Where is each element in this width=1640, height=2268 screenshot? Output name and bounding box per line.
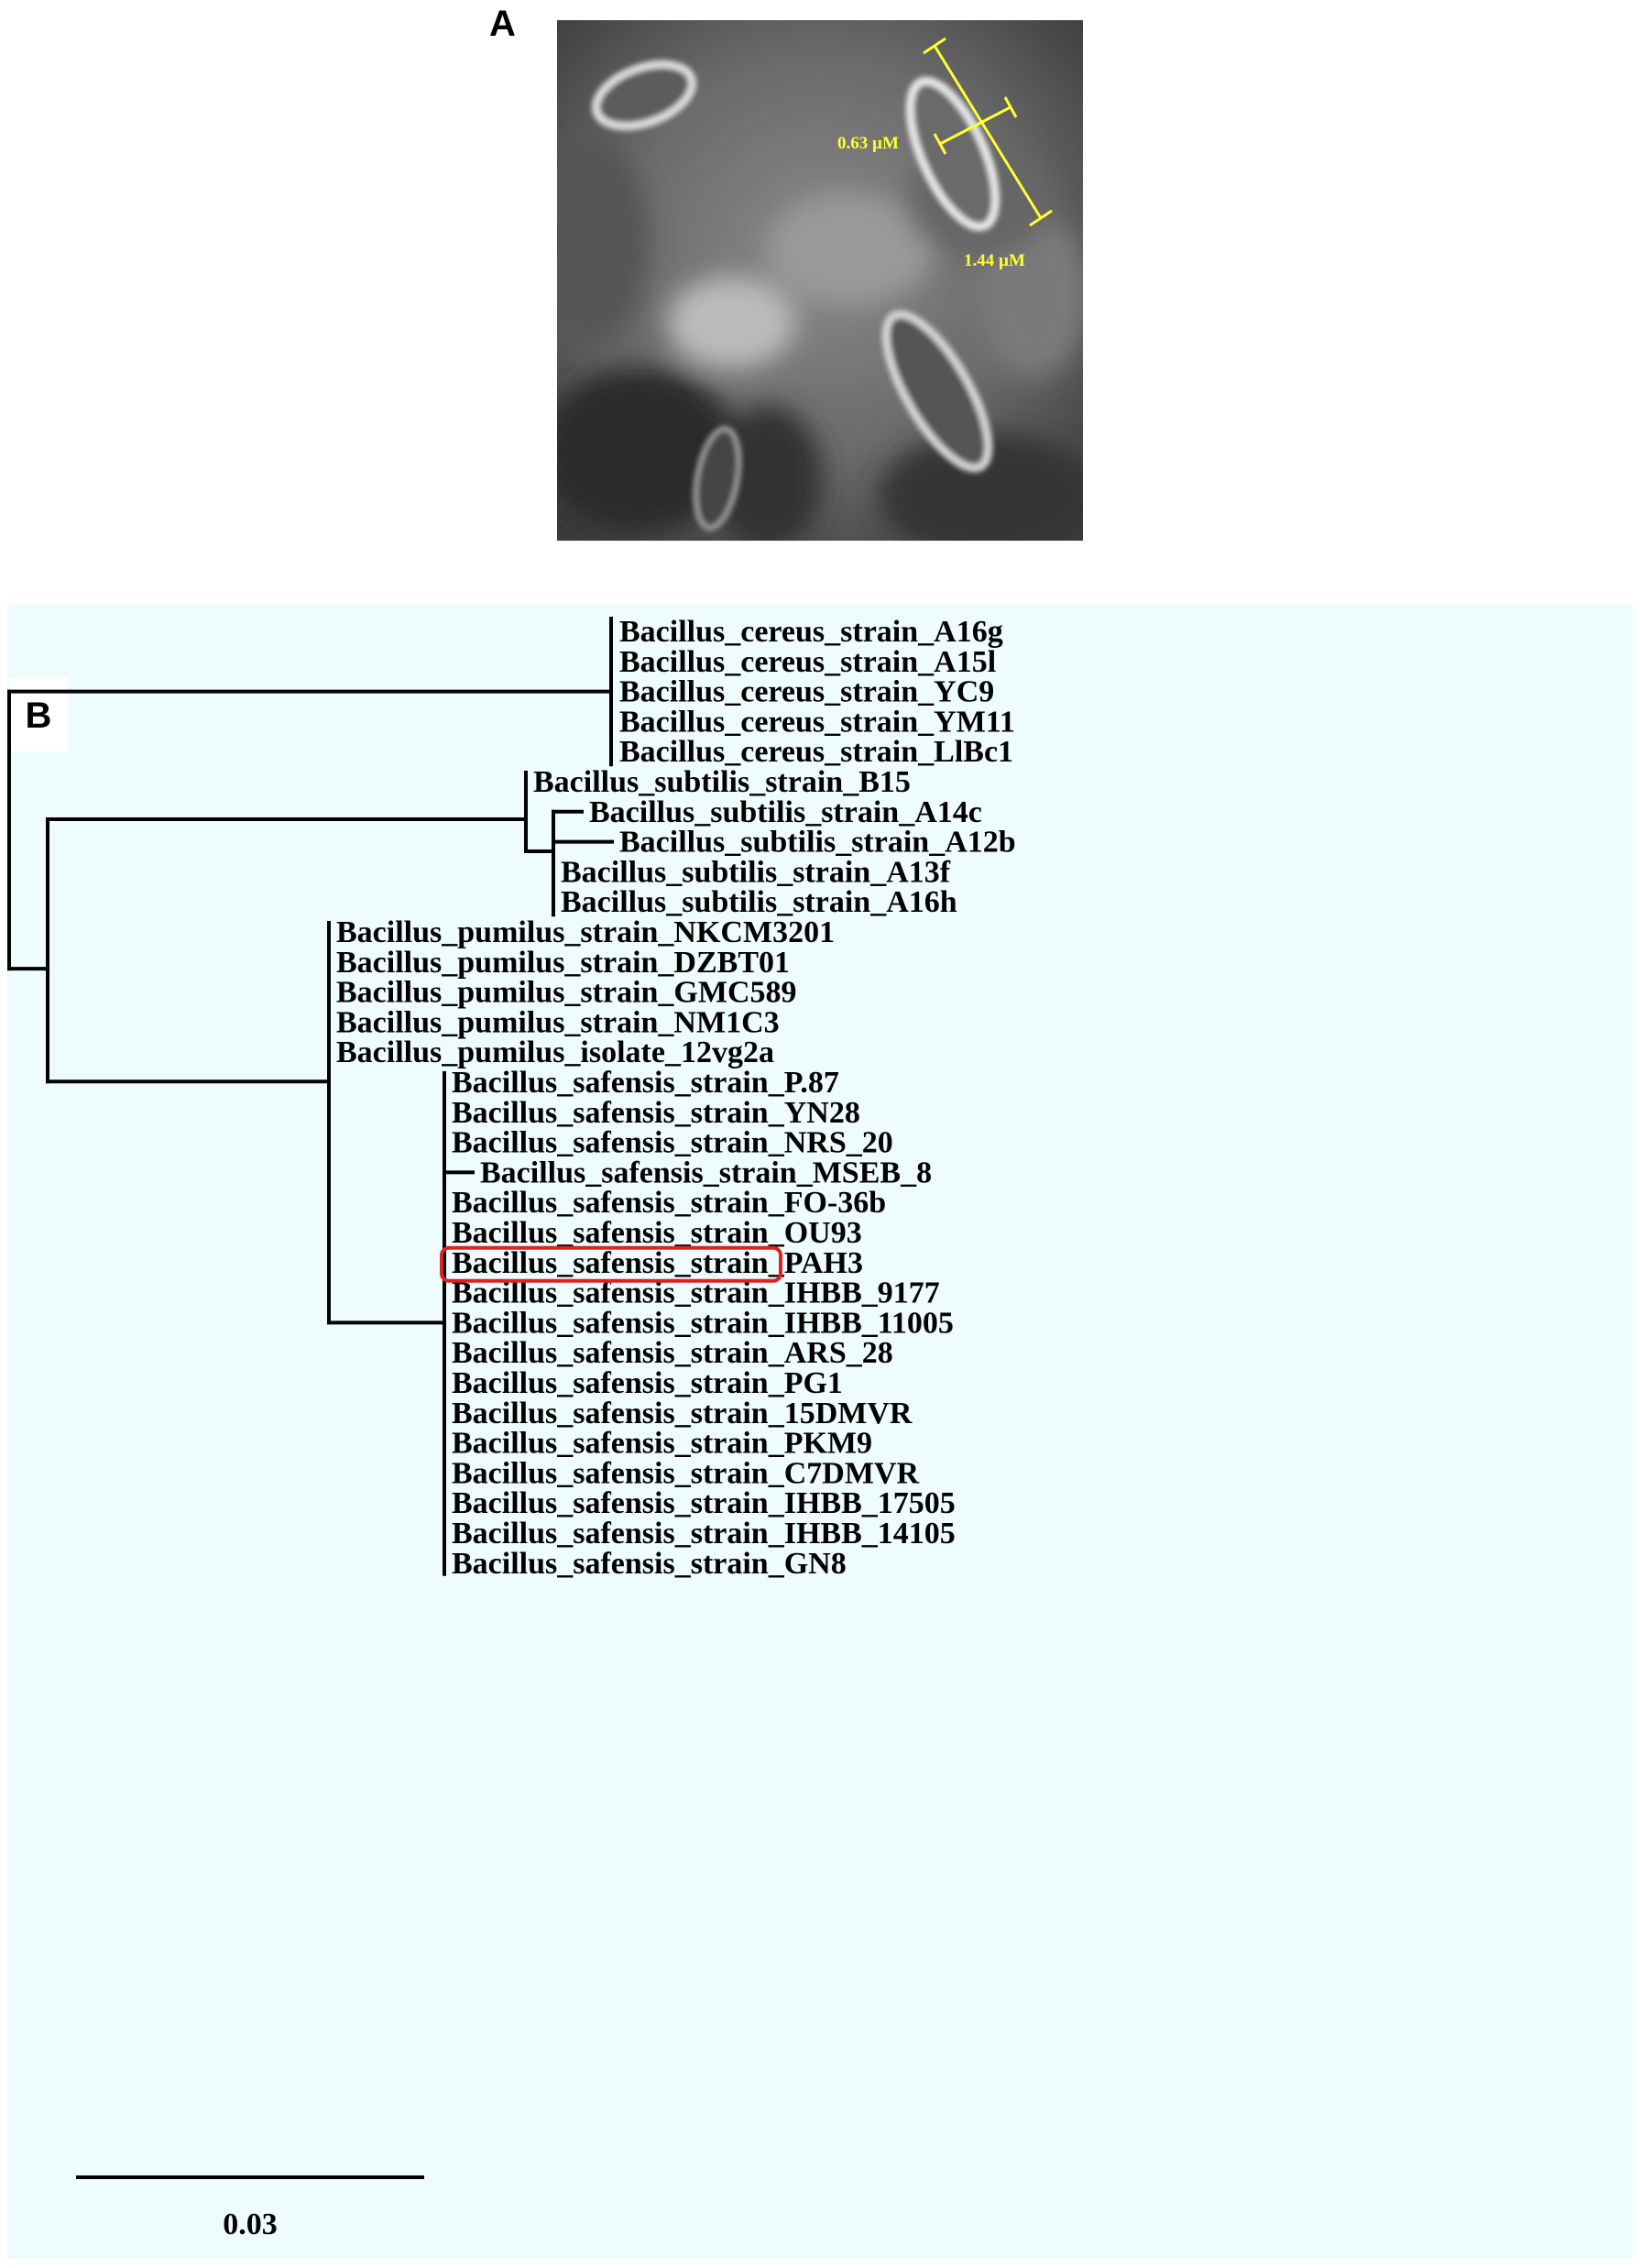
leaf-label: Bacillus_cereus_strain_YC9 xyxy=(619,675,994,709)
leaf-label: Bacillus_safensis_strain_OU93 xyxy=(452,1216,862,1250)
leaf-label: Bacillus_safensis_strain_NRS_20 xyxy=(452,1126,893,1160)
leaf-label: Bacillus_subtilis_strain_A14c xyxy=(589,795,982,829)
leaf-label: Bacillus_safensis_strain_PG1 xyxy=(452,1366,843,1400)
phylogenetic-tree: Bacillus_cereus_strain_A16gBacillus_cere… xyxy=(7,615,1016,2241)
leaf-label: Bacillus_safensis_strain_GN8 xyxy=(452,1547,847,1581)
leaf-label: Bacillus_pumilus_strain_NKCM3201 xyxy=(336,915,835,949)
leaf-label: Bacillus_safensis_strain_YN28 xyxy=(452,1096,860,1130)
length-measurement-label: 1.44 µM xyxy=(964,251,1025,270)
leaf-label: Bacillus_safensis_strain_IHBB_11005 xyxy=(452,1306,954,1340)
leaf-label: Bacillus_subtilis_strain_A12b xyxy=(619,826,1016,860)
leaf-label: Bacillus_safensis_strain_PKM9 xyxy=(452,1427,872,1461)
leaf-label: Bacillus_safensis_strain_IHBB_14105 xyxy=(452,1517,956,1550)
leaf-label: Bacillus_pumilus_isolate_12vg2a xyxy=(336,1035,774,1069)
leaf-label: Bacillus_safensis_strain_ARS_28 xyxy=(452,1336,893,1370)
leaf-label: Bacillus_cereus_strain_A15l xyxy=(619,645,996,679)
leaf-label: Bacillus_pumilus_strain_NM1C3 xyxy=(336,1005,780,1039)
panel-a-label: A xyxy=(489,4,516,44)
leaf-label: Bacillus_subtilis_strain_A16h xyxy=(561,885,957,919)
leaf-label: Bacillus_subtilis_strain_A13f xyxy=(561,855,951,889)
bacterium-cells xyxy=(591,60,1000,531)
leaf-label: Bacillus_cereus_strain_YM11 xyxy=(619,705,1015,739)
scale-bar-label: 0.03 xyxy=(223,2208,278,2241)
sem-micrograph: 0.63 µM 1.44 µM xyxy=(557,20,1083,541)
leaf-label: Bacillus_safensis_strain_PAH3 xyxy=(452,1246,863,1280)
leaf-label: Bacillus_cereus_strain_A16g xyxy=(619,615,1003,649)
leaf-label: Bacillus_safensis_strain_FO-36b xyxy=(452,1186,886,1220)
leaf-label: Bacillus_pumilus_strain_GMC589 xyxy=(336,976,797,1010)
leaf-label: Bacillus_safensis_strain_IHBB_17505 xyxy=(452,1486,956,1520)
width-measurement-label: 0.63 µM xyxy=(837,134,899,153)
leaf-label: Bacillus_safensis_strain_C7DMVR xyxy=(452,1456,919,1490)
leaf-label: Bacillus_safensis_strain_15DMVR xyxy=(452,1397,913,1430)
leaf-label: Bacillus_cereus_strain_LlBc1 xyxy=(619,735,1013,769)
measurement-lines xyxy=(923,37,1053,227)
leaf-label: Bacillus_safensis_strain_MSEB_8 xyxy=(480,1156,932,1189)
leaf-label: Bacillus_pumilus_strain_DZBT01 xyxy=(336,946,790,980)
leaf-label: Bacillus_safensis_strain_P.87 xyxy=(452,1066,839,1100)
leaf-label: Bacillus_subtilis_strain_B15 xyxy=(533,765,911,799)
highlighted-leaf-box xyxy=(440,1245,782,1283)
